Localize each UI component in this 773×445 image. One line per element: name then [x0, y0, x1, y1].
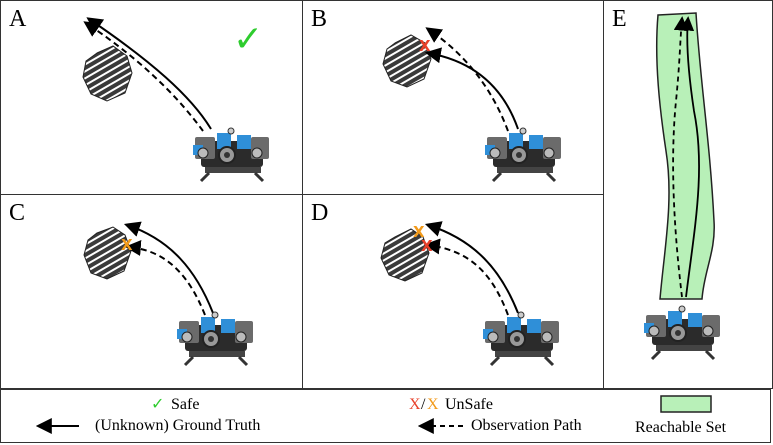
panel-letter-a: A [9, 6, 27, 32]
legend-unsafe-mark-red: X [409, 396, 421, 413]
legend: ✓ Safe (Unknown) Ground Truth X / X UnSa… [0, 389, 771, 443]
legend-unsafe-mark-orange: X [427, 396, 439, 413]
rov-robot-icon [642, 304, 722, 361]
solid-arrow-icon [86, 17, 212, 130]
legend-ground-truth-label: (Unknown) Ground Truth [95, 417, 261, 434]
rov-robot-icon [191, 126, 271, 183]
legend-observation-label: Observation Path [471, 417, 582, 434]
panel-e-scene [642, 12, 722, 361]
reachable-set-swatch [660, 395, 712, 413]
solid-arrow-icon [424, 47, 519, 130]
solid-arrow-icon [123, 221, 214, 314]
unsafe-mark-orange: X [413, 223, 425, 241]
checkmark-icon: ✓ [233, 19, 264, 60]
reachable-set-region [655, 12, 715, 300]
legend-unsafe-label: UnSafe [445, 396, 493, 413]
dashed-arrow-icon [425, 27, 509, 132]
rov-robot-icon [483, 126, 563, 183]
legend-safe-mark: ✓ [151, 394, 165, 413]
rov-robot-icon [481, 310, 561, 367]
obstacle-octagon-icon [82, 45, 133, 102]
panel-b: B X [302, 0, 604, 195]
unsafe-mark-red: X [421, 237, 433, 255]
panel-a: A ✓ [0, 0, 303, 195]
solid-arrow-icon [679, 16, 700, 298]
dashed-arrow-icon [672, 16, 689, 298]
obstacle-octagon-icon [380, 228, 430, 282]
dashed-arrow-icon [423, 238, 509, 316]
legend-arrows [35, 395, 712, 434]
obstacle-octagon-icon [83, 226, 132, 280]
unsafe-mark: X [121, 236, 133, 254]
panel-d-scene [380, 221, 561, 367]
obstacle-octagon-icon [382, 34, 432, 88]
panel-b-scene [382, 27, 563, 183]
solid-arrow-icon [424, 221, 519, 314]
unsafe-mark: X [419, 37, 431, 55]
rov-robot-icon [175, 310, 255, 367]
legend-safe-label: Safe [171, 396, 200, 413]
panel-a-scene [82, 17, 271, 183]
legend-reachable-label: Reachable Set [635, 419, 727, 436]
panel-e: E [603, 0, 773, 389]
panel-letter-d: D [311, 200, 329, 226]
panel-letter-e: E [612, 6, 627, 32]
panel-c: C X [0, 194, 303, 389]
panel-letter-b: B [311, 6, 328, 32]
dashed-arrow-icon [124, 240, 206, 316]
panel-c-scene [83, 221, 255, 367]
legend-unsafe-sep: / [421, 396, 426, 413]
panel-d: D X X [302, 194, 604, 389]
dashed-arrow-icon [83, 21, 204, 132]
panel-letter-c: C [9, 200, 26, 226]
